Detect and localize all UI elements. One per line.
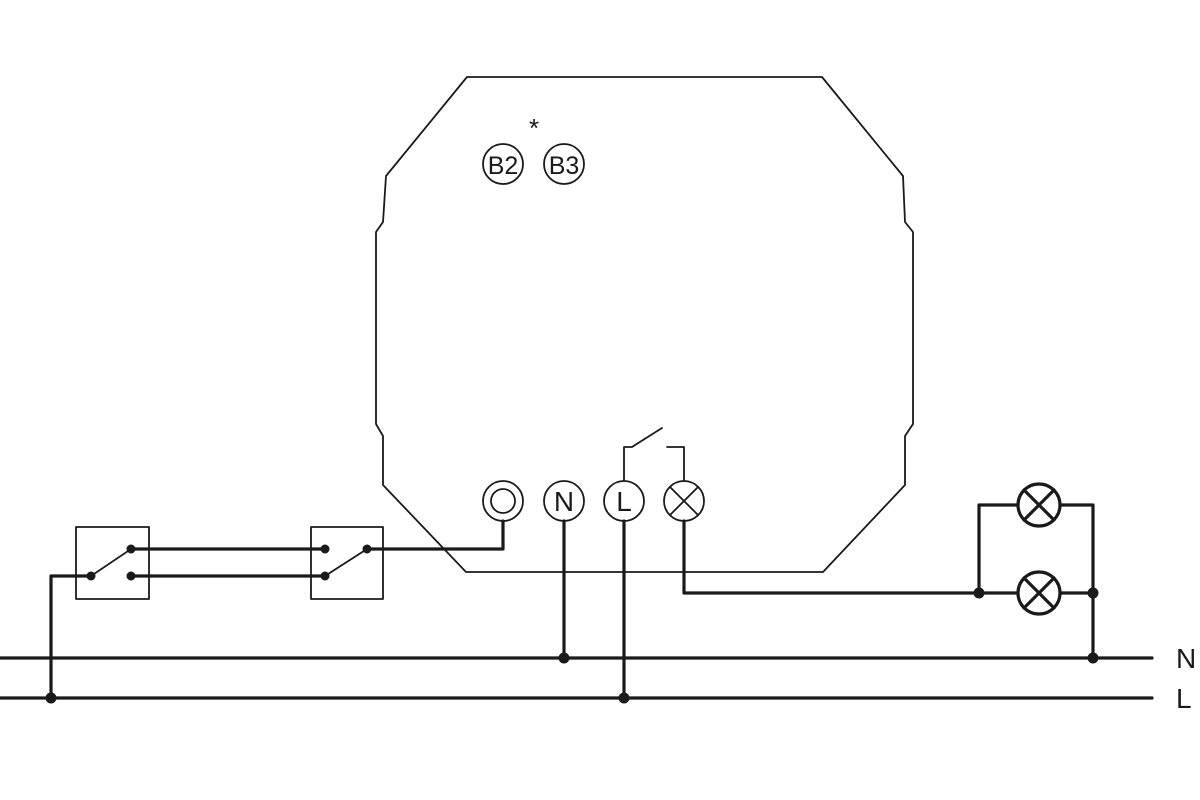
terminal-n[interactable]: N — [543, 480, 585, 522]
two-way-switch-1[interactable] — [75, 526, 150, 600]
two-way-switch-2[interactable] — [310, 526, 384, 600]
wiring — [49, 503, 1095, 700]
svg-text:B2: B2 — [488, 152, 519, 180]
junction-dot — [973, 587, 985, 599]
device-enclosure — [375, 76, 914, 573]
junction-dot — [558, 652, 570, 664]
terminal-switch-input[interactable] — [482, 480, 524, 522]
terminal-b3[interactable]: B3 — [543, 143, 585, 185]
svg-text:N: N — [554, 486, 574, 517]
asterisk-mark: * — [529, 113, 539, 143]
line-rail-label: L — [1176, 683, 1192, 714]
junction-dot — [618, 692, 630, 704]
junction-dot — [1087, 587, 1099, 599]
svg-text:B3: B3 — [549, 152, 580, 180]
lamp-symbol-lower — [1016, 570, 1062, 616]
relay-contact-symbol — [623, 427, 685, 481]
junction-dots — [45, 587, 1099, 704]
junction-dot — [1087, 652, 1099, 664]
terminal-b2[interactable]: B2 — [482, 143, 524, 185]
svg-text:L: L — [616, 486, 632, 517]
neutral-rail-label: N — [1176, 643, 1196, 674]
junction-dot — [45, 692, 57, 704]
lamp-symbol-upper — [1016, 482, 1062, 528]
terminal-lamp-output[interactable] — [663, 480, 705, 522]
terminal-l[interactable]: L — [603, 480, 645, 522]
